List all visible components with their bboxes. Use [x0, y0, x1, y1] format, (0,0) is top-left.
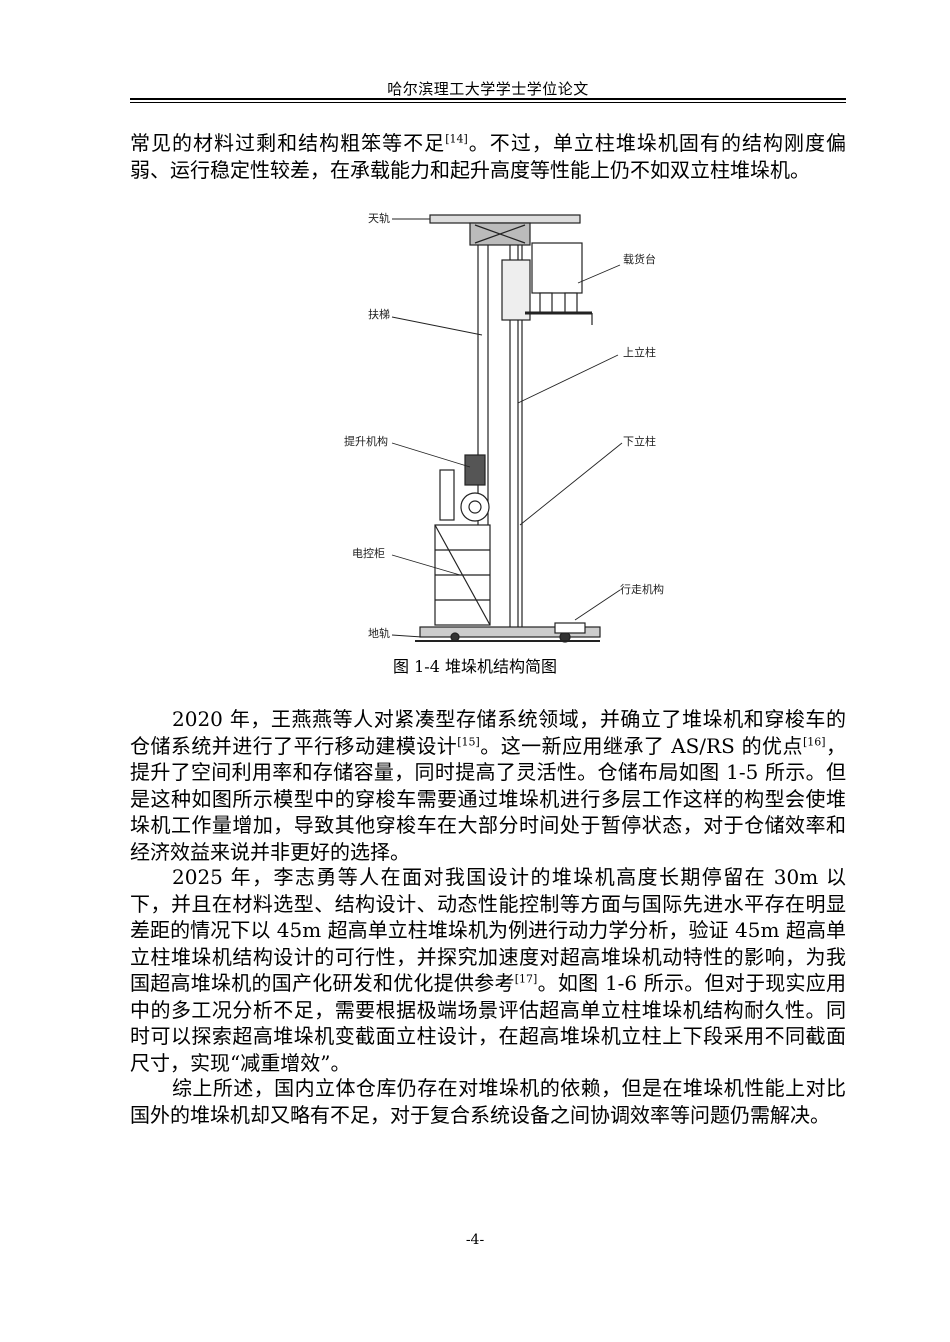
paragraph-4: 综上所述，国内立体仓库仍存在对堆垛机的依赖，但是在堆垛机性能上对比国外的堆垛机却… — [130, 1076, 846, 1127]
label-travel-mechanism: 行走机构 — [620, 582, 664, 596]
label-lower-column: 下立柱 — [623, 434, 656, 448]
label-lifting-mechanism: 提升机构 — [344, 434, 388, 448]
paragraph-2: 2020 年，王燕燕等人对紧凑型存储系统领域，并确立了堆垛机和穿梭车的仓储系统并… — [130, 706, 846, 865]
paragraph-3: 2025 年，李志勇等人在面对我国设计的堆垛机高度长期停留在 30m 以下，并且… — [130, 864, 846, 1076]
p1-text: 常见的材料过剩和结构粗笨等不足 — [130, 131, 446, 155]
label-control-cabinet: 电控柜 — [352, 546, 385, 560]
page-number: -4- — [465, 1232, 485, 1248]
citation-14: [14] — [445, 132, 468, 146]
stacker-crane-diagram: 天轨 载货台 扶梯 上立柱 提升机构 下立柱 电控柜 行走机构 地轨 — [344, 211, 664, 643]
p2-b: 。这一新应用继承了 AS/RS 的优点 — [479, 733, 803, 758]
label-ladder: 扶梯 — [368, 307, 390, 321]
figure-caption: 图 1-4 堆垛机结构简图 — [393, 657, 557, 676]
label-cargo-platform: 载货台 — [623, 252, 656, 266]
citation-15: [15] — [457, 734, 480, 748]
paragraph-1: 常见的材料过剩和结构粗笨等不足[14]。不过，单立柱堆垛机固有的结构刚度偏弱、运… — [130, 130, 846, 183]
p3-a: 2025 年，李志勇等人在面对我国设计的堆垛机高度长期停留在 30m 以下，并且… — [130, 865, 846, 995]
label-ground-rail: 地轨 — [368, 626, 390, 640]
header-rule-thin — [130, 102, 846, 103]
label-top-rail: 天轨 — [368, 211, 390, 225]
p3-b: 。如图 1-6 所示。但对于现实应用中的多工况分析不足，需要根据极端场景评估超高… — [130, 971, 847, 1075]
citation-16: [16] — [802, 734, 826, 748]
p2-a: 2020 年，王燕燕等人对紧凑型存储系统领域，并确立了堆垛机和穿梭车的仓储系统并… — [130, 707, 846, 758]
citation-17: [17] — [514, 972, 538, 986]
header-rule-thick — [130, 98, 846, 100]
p1-tail: 。不过，单立柱堆垛机固有的结构刚度偏弱、运行稳定性较差，在承载能力和起升高度等性… — [130, 131, 847, 182]
running-header: 哈尔滨理工大学学士学位论文 — [387, 80, 589, 98]
label-upper-column: 上立柱 — [623, 345, 656, 359]
p2-c: ，提升了空间利用率和存储容量，同时提高了灵活性。仓储布局如图 1-5 所示。但是… — [130, 733, 847, 864]
